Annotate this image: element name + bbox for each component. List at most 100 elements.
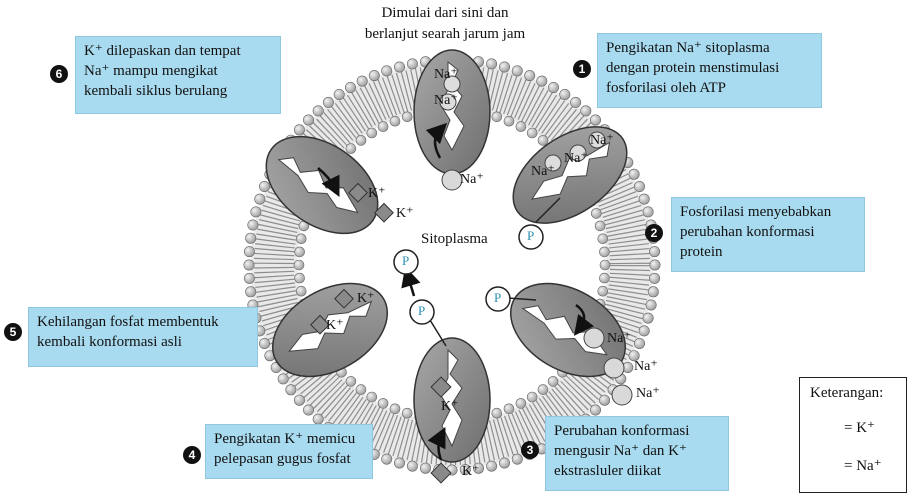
legend: Keterangan: = K⁺ = Na⁺	[799, 377, 907, 493]
phospholipid-head	[244, 260, 254, 270]
phospholipid-head	[598, 286, 608, 296]
phospholipid-head	[294, 125, 304, 135]
step-3-number: 3	[521, 441, 539, 459]
phospholipid-head	[294, 260, 304, 270]
phospholipid-head	[390, 116, 400, 126]
phospholipid-head	[356, 135, 366, 145]
phospholipid-head	[296, 286, 306, 296]
phospholipid-head	[599, 247, 609, 257]
phospholipid-head	[581, 106, 591, 116]
phospholipid-head	[600, 260, 610, 270]
phospholipid-head	[648, 287, 658, 297]
phospholipid-head	[634, 181, 644, 191]
phospholipid-head	[499, 458, 509, 468]
k-label: K⁺	[462, 463, 480, 480]
phospholipid-head	[367, 392, 377, 402]
step-2-line-2: perubahan konformasi	[680, 222, 856, 242]
step-6-line-2: Na⁺ mampu mengikat	[84, 61, 272, 81]
na-label: Na⁺	[634, 358, 658, 375]
phospholipid-head	[255, 194, 265, 204]
step-2-line-3: protein	[680, 242, 856, 262]
na-label: Na⁺	[531, 163, 555, 180]
phospholipid-head	[407, 59, 417, 69]
k-label: K⁺	[326, 317, 344, 334]
phospholipid-head	[278, 374, 288, 384]
step-4-number: 4	[183, 446, 201, 464]
phospholipid-head	[599, 395, 609, 405]
phospholipid-head	[345, 82, 355, 92]
step-6-line-1: K⁺ dilepaskan dan tempat	[84, 41, 272, 61]
step-3-box: Perubahan konformasi mengusir Na⁺ dan K⁺…	[545, 416, 729, 491]
phospholipid-head	[390, 404, 400, 414]
phospholipid-head	[346, 144, 356, 154]
phospholipid-head	[295, 273, 305, 283]
phospholipid-head	[394, 62, 404, 72]
step-2-line-1: Fosforilasi menyebabkan	[680, 202, 856, 222]
k-label: K⁺	[368, 185, 386, 202]
na-label: Na⁺	[590, 132, 614, 149]
phospholipid-head	[599, 273, 609, 283]
phospholipid-head	[407, 461, 417, 471]
phospholipid-head	[525, 70, 535, 80]
step-1-line-2: dengan protein menstimulasi	[606, 58, 813, 78]
phospholipid-head	[346, 376, 356, 386]
na-label: Na⁺	[460, 171, 484, 188]
phospholipid-head	[402, 408, 412, 418]
phospholipid-head	[246, 233, 256, 243]
step-6-number: 6	[50, 65, 68, 83]
phospholipid-head	[420, 463, 430, 473]
phospholipid-head	[570, 97, 580, 107]
phospholipid-head	[649, 273, 659, 283]
phospholipid-head	[634, 338, 644, 348]
step-4-line-2: pelepasan gugus fosfat	[214, 449, 364, 469]
phospholipid-head	[246, 287, 256, 297]
phospholipid-head	[486, 59, 496, 69]
step-5-line-2: kembali konformasi asli	[37, 332, 249, 352]
phospholipid-head	[244, 246, 254, 256]
phospholipid-head	[527, 392, 537, 402]
phospholipid-head	[538, 135, 548, 145]
step-3-line-3: ekstrasluler diikat	[554, 461, 720, 481]
phospholipid-head	[334, 89, 344, 99]
phospholipid-head	[639, 194, 649, 204]
phospholipid-head	[394, 458, 404, 468]
na-label: Na⁺	[564, 150, 588, 167]
phospholipid-head	[598, 234, 608, 244]
phospholipid-head	[492, 112, 502, 122]
phospholipid-head	[303, 405, 313, 415]
phospholipid-head	[259, 338, 269, 348]
start-line-1: Dimulai dari sini dan	[340, 3, 550, 24]
legend-title: Keterangan:	[810, 385, 883, 402]
na-label: Na⁺	[607, 330, 631, 347]
k-label: K⁺	[357, 290, 375, 307]
step-1-box: Pengikatan Na⁺ sitoplasma dengan protein…	[597, 33, 822, 108]
phospholipid-head	[538, 385, 548, 395]
start-instruction: Dimulai dari sini dan berlanjut searah j…	[340, 3, 550, 45]
cytoplasm-label: Sitoplasma	[421, 231, 488, 248]
phospholipid-head	[378, 398, 388, 408]
step-5-number: 5	[4, 323, 22, 341]
phospholipid-head	[357, 76, 367, 86]
phospholipid-head	[296, 234, 306, 244]
phospholipid-head	[512, 454, 522, 464]
step-4-box: Pengikatan K⁺ memicu pelepasan gugus fos…	[205, 424, 373, 479]
phosphate-label: P	[527, 228, 534, 244]
phospholipid-head	[504, 116, 514, 126]
phospholipid-head	[537, 76, 547, 86]
step-4-line-1: Pengikatan K⁺ memicu	[214, 429, 364, 449]
phospholipid-head	[378, 122, 388, 132]
phospholipid-head	[248, 220, 258, 230]
start-line-2: berlanjut searah jarum jam	[340, 24, 550, 45]
phospholipid-head	[590, 405, 600, 415]
phospholipid-head	[560, 89, 570, 99]
k-label: K⁺	[441, 398, 459, 415]
step-1-line-1: Pengikatan Na⁺ sitoplasma	[606, 38, 813, 58]
phospholipid-head	[382, 66, 392, 76]
phosphate-label: P	[494, 290, 501, 306]
step-6-box: K⁺ dilepaskan dan tempat Na⁺ mampu mengi…	[75, 36, 281, 114]
phospholipid-head	[286, 385, 296, 395]
phospholipid-head	[595, 221, 605, 231]
na-label: Na⁺	[434, 92, 458, 109]
phospholipid-head	[643, 313, 653, 323]
phospholipid-head	[516, 398, 526, 408]
